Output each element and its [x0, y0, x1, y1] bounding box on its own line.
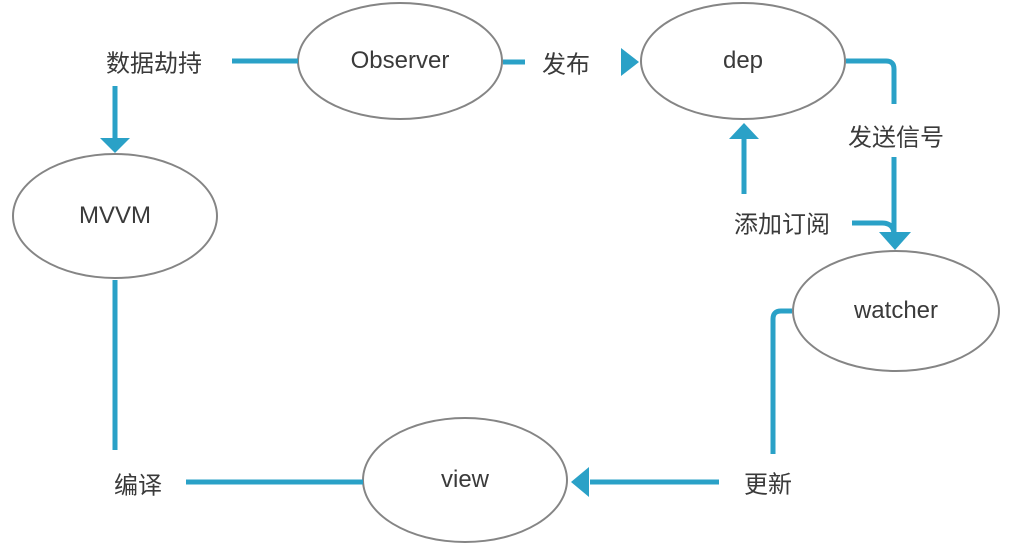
node-observer-label: Observer — [350, 47, 450, 74]
node-dep: dep — [640, 2, 846, 120]
edge-dep-watcher-line-top — [846, 58, 897, 104]
edge-label-send-signal: 发送信号 — [843, 116, 949, 154]
node-watcher-label: watcher — [853, 297, 939, 324]
edge-label-compile: 编译 — [109, 464, 167, 502]
node-view-label: view — [440, 466, 489, 493]
node-dep-label: dep — [722, 47, 764, 74]
node-mvvm-label: MVVM — [79, 202, 151, 229]
edge-label-data-hijack: 数据劫持 — [101, 42, 207, 80]
edge-label-update: 更新 — [739, 463, 797, 501]
edge-label-add-subscription: 添加订阅 — [729, 203, 835, 241]
node-mvvm: MVVM — [12, 153, 218, 279]
node-observer: Observer — [297, 2, 503, 120]
edge-label-publish: 发布 — [537, 43, 595, 81]
arrowhead-into-mvvm — [100, 138, 130, 153]
arrowhead-into-watcher — [879, 232, 911, 250]
arrowhead-into-view — [571, 467, 589, 497]
arrowhead-into-dep-left — [621, 48, 639, 76]
edge-watcher-view-line-v — [770, 308, 792, 454]
node-watcher: watcher — [792, 250, 1000, 372]
arrowhead-into-dep-bottom — [729, 123, 759, 139]
